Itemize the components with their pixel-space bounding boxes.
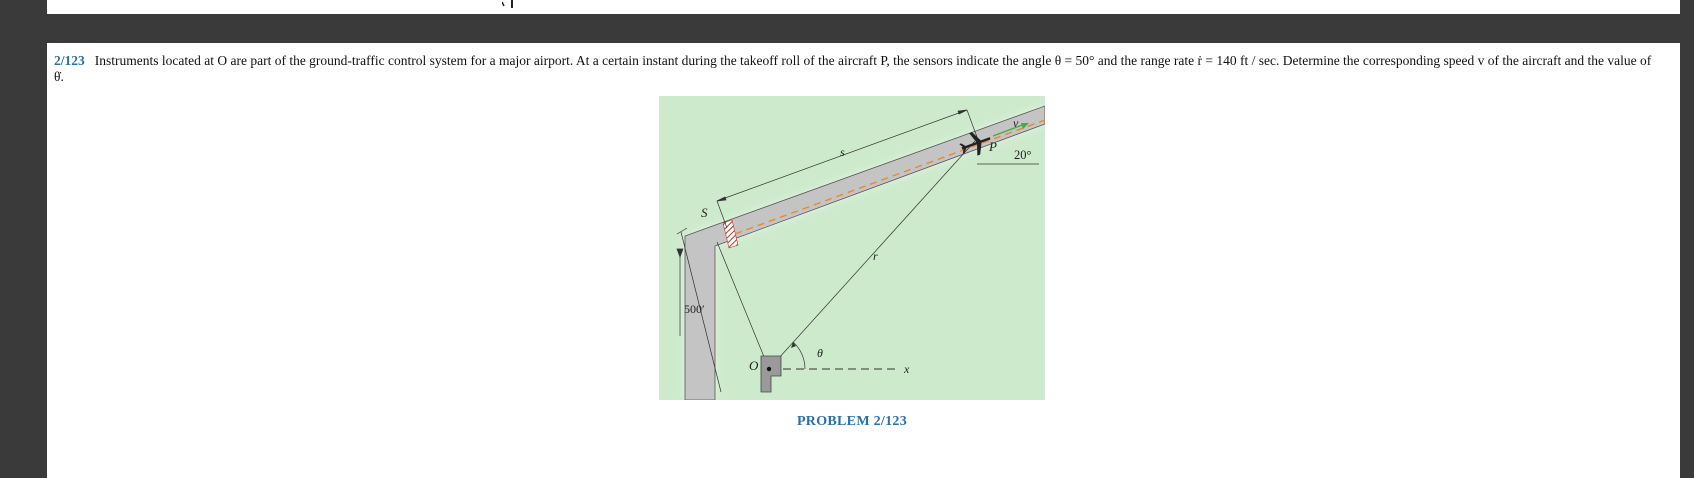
label-O: O	[749, 358, 759, 373]
label-P: P	[988, 139, 997, 154]
control-tower	[760, 355, 782, 393]
figure-caption: PROBLEM 2/123	[796, 414, 908, 429]
label-S: S	[701, 205, 708, 220]
velocity-vector	[992, 123, 1026, 137]
problem-figure: s 500′ S r O x θ P	[659, 96, 1045, 400]
dimension-500	[676, 227, 722, 393]
label-v: v	[1013, 116, 1019, 130]
problem-number: 2/123	[54, 53, 85, 68]
label-s: s	[840, 145, 845, 159]
dimension-s	[716, 109, 978, 229]
line-o-to-s	[716, 241, 770, 370]
previous-page-strip	[47, 0, 1680, 14]
previous-page-fragment	[502, 0, 513, 8]
aircraft-icon	[959, 132, 991, 156]
theta-arc	[792, 341, 806, 370]
label-x: x	[903, 362, 910, 376]
label-angle: 20°	[1014, 148, 1032, 162]
velocity-arrowhead	[1021, 123, 1029, 129]
problem-body: Instruments located at O are part of the…	[54, 53, 1652, 84]
range-line-r	[768, 140, 976, 370]
point-o	[766, 366, 772, 372]
label-distance: 500′	[684, 302, 705, 316]
label-theta: θ	[817, 346, 823, 360]
runway	[684, 105, 1045, 400]
label-r: r	[873, 249, 878, 263]
theta-arrowhead	[791, 342, 796, 348]
